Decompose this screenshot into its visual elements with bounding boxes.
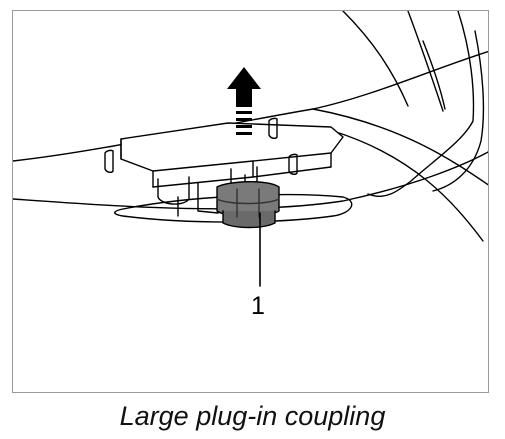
callout-number-1: 1: [251, 292, 265, 320]
arrow-up-icon: [227, 67, 261, 135]
coupling-illustration: 1: [13, 11, 488, 320]
illustration-frame: 1: [12, 10, 489, 393]
housing-outline: [13, 50, 488, 242]
plug-in-coupling: [216, 181, 280, 229]
mounting-pins: [104, 117, 298, 176]
mounting-plate: [120, 122, 344, 188]
figure-caption: Large plug-in coupling: [119, 401, 386, 431]
upper-shell-curves: [342, 11, 485, 198]
